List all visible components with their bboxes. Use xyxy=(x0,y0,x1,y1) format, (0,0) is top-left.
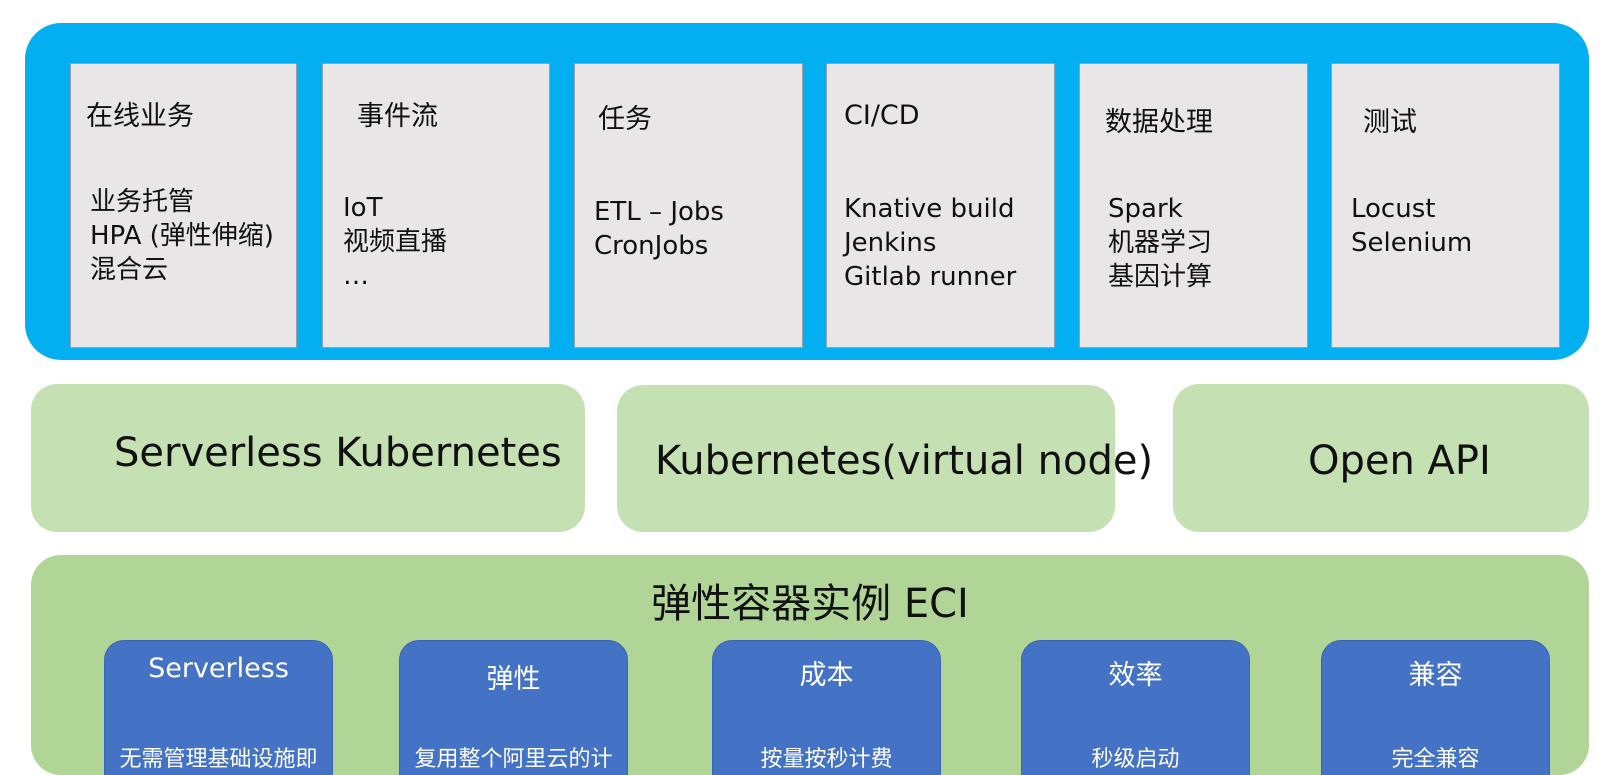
feature-desc: 复用整个阿里云的计 xyxy=(414,747,613,772)
card-item: CronJobs xyxy=(594,231,709,261)
platform-serverless-kubernetes: Serverless Kubernetes xyxy=(31,384,585,532)
card-item: ETL – Jobs xyxy=(594,197,724,227)
card-item: Jenkins xyxy=(844,228,937,258)
card-items: Spark 机器学习 基因计算 xyxy=(1108,192,1212,294)
feature-cost: 成本 按量按秒计费 xyxy=(712,640,941,775)
workload-card-cicd: CI/CD Knative build Jenkins Gitlab runne… xyxy=(826,63,1055,348)
workload-card-testing: 测试 Locust Selenium xyxy=(1331,63,1560,348)
card-items: ETL – Jobs CronJobs xyxy=(594,195,724,263)
card-title: 任务 xyxy=(598,104,652,135)
feature-title: 弹性 xyxy=(486,664,541,695)
feature-desc: 秒级启动 xyxy=(1091,747,1180,772)
card-item: Knative build xyxy=(844,194,1015,224)
eci-band: 弹性容器实例 ECI Serverless 无需管理基础设施即 弹性 复用整个阿… xyxy=(31,555,1589,775)
card-items: IoT 视频直播 … xyxy=(343,191,447,293)
card-title: 测试 xyxy=(1363,107,1417,138)
feature-desc: 无需管理基础设施即 xyxy=(119,747,318,772)
card-item: 业务托管 xyxy=(90,187,195,217)
card-items: 业务托管 HPA (弹性伸缩) 混合云 xyxy=(90,185,274,287)
workload-card-eventstream: 事件流 IoT 视频直播 … xyxy=(322,63,550,348)
feature-elasticity: 弹性 复用整个阿里云的计 xyxy=(399,640,628,775)
workload-card-jobs: 任务 ETL – Jobs CronJobs xyxy=(574,63,803,348)
card-item: 机器学习 xyxy=(1108,228,1213,258)
feature-title: 兼容 xyxy=(1408,660,1463,691)
platform-open-api: Open API xyxy=(1173,384,1589,532)
platform-label: Serverless Kubernetes xyxy=(114,430,562,476)
card-title: CI/CD xyxy=(844,100,920,131)
card-title: 事件流 xyxy=(357,101,438,132)
card-title: 数据处理 xyxy=(1105,107,1213,138)
feature-title: Serverless xyxy=(148,653,289,684)
feature-compatibility: 兼容 完全兼容 xyxy=(1321,640,1550,775)
feature-title: 效率 xyxy=(1108,660,1163,691)
feature-desc: 完全兼容 xyxy=(1391,747,1480,772)
workload-card-dataprocessing: 数据处理 Spark 机器学习 基因计算 xyxy=(1079,63,1308,348)
card-item: … xyxy=(343,261,369,291)
card-item: Locust xyxy=(1351,194,1436,224)
card-item: 基因计算 xyxy=(1108,262,1213,292)
card-items: Knative build Jenkins Gitlab runner xyxy=(844,192,1016,294)
card-item: 混合云 xyxy=(90,255,169,285)
card-item: Gitlab runner xyxy=(844,262,1017,292)
card-item: HPA (弹性伸缩) xyxy=(90,221,274,251)
platform-virtual-node: Kubernetes(virtual node) xyxy=(617,385,1153,532)
eci-title: 弹性容器实例 ECI xyxy=(651,581,969,627)
feature-serverless: Serverless 无需管理基础设施即 xyxy=(104,640,333,775)
card-title: 在线业务 xyxy=(86,101,194,132)
workload-card-online: 在线业务 业务托管 HPA (弹性伸缩) 混合云 xyxy=(70,63,297,348)
card-item: Selenium xyxy=(1351,228,1473,258)
platform-label: Open API xyxy=(1308,438,1491,484)
card-item: IoT xyxy=(343,193,383,223)
feature-title: 成本 xyxy=(799,660,854,691)
feature-desc: 按量按秒计费 xyxy=(760,747,893,772)
platform-label: Kubernetes(virtual node) xyxy=(655,438,1154,484)
card-items: Locust Selenium xyxy=(1351,192,1472,260)
card-item: Spark xyxy=(1108,194,1183,224)
feature-efficiency: 效率 秒级启动 xyxy=(1021,640,1250,775)
card-item: 视频直播 xyxy=(343,227,448,257)
